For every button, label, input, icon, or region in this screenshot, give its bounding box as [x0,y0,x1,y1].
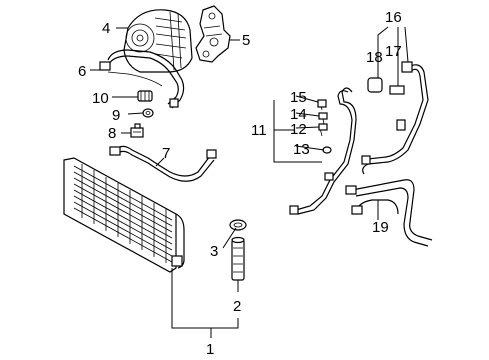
callout-9: 9 [112,107,120,124]
callout-14: 14 [290,106,307,123]
compressor [123,9,193,73]
callout-7: 7 [162,145,170,162]
callout-18: 18 [366,49,383,66]
callout-5: 5 [242,32,250,49]
callout-2: 2 [233,298,241,315]
o-ring-seal [142,108,154,118]
evaporator-hoses [345,61,433,247]
charge-valve [130,123,144,138]
callout-10: 10 [92,90,109,107]
callout-1: 1 [206,341,214,358]
callout-8: 8 [108,125,116,142]
callout-6: 6 [78,63,86,80]
callout-3: 3 [210,243,218,260]
callout-13: 13 [293,141,310,158]
liquid-line [289,87,357,215]
callout-17: 17 [385,43,402,60]
pressure-switch [137,90,153,102]
mounting-bracket [195,5,231,63]
leader-lines [90,26,409,338]
callout-19: 19 [372,219,389,236]
callout-11: 11 [251,122,267,139]
discharge-hose [109,145,217,182]
callout-12: 12 [290,121,307,138]
drier-cap [229,219,247,231]
callout-labels: 4 5 6 10 9 8 7 11 15 14 12 13 16 18 17 1… [78,9,402,358]
receiver-drier [231,236,245,281]
callout-16: 16 [385,9,402,26]
callout-15: 15 [290,89,307,106]
condenser [63,157,185,273]
callout-4: 4 [102,20,110,37]
suction-hose [99,49,185,109]
